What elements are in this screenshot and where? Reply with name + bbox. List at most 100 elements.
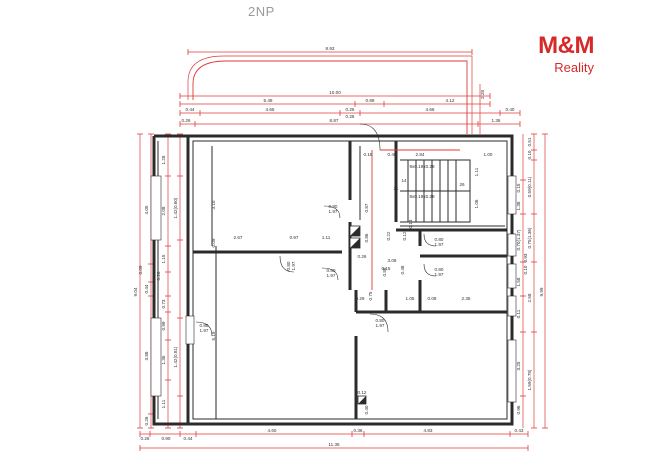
door-swing-7 [369,313,389,333]
dim-row3-d: 4.66 [426,107,435,112]
window-right-3 [507,263,517,289]
label-stair-6: 1.11 [474,167,479,176]
dim-right-d: 1.38 [516,201,521,210]
window-right-1 [507,175,517,215]
dim-overall: 10.00 [329,90,341,95]
brand-logo: M&M Reality [522,34,594,76]
dim-right-w2: 0.75(1.36) [527,227,532,248]
dim-right-overall: 9.99 [539,287,544,296]
label-stair-7: 1.06 [474,199,479,208]
dim-seg-c: 4.12 [446,98,455,103]
dim-left-window-1: 1.42(0.60) [173,197,178,218]
label-hall-16: 0.26 [346,114,355,119]
dim-row3-e: 0.40 [506,107,515,112]
dim-right-w3: 0.70(1.37) [516,229,521,250]
dim-right-g: 0.93 [523,253,528,262]
label-stair-10: 26 [459,182,465,187]
label-room1-c: 1.11 [322,235,331,240]
bottom-dimensions: 0.26 0.90 0.44 4.60 0.36 4.83 0.43 11.35 [139,428,529,451]
door-swing-8 [195,321,213,337]
label-door-4: 0.80 [435,237,444,242]
label-hall-8: 1.05 [406,296,415,301]
dim-left-l: 0.99 [161,321,166,330]
label-hall-6: 3.08 [388,258,397,263]
window-left-3 [185,315,195,345]
label-door-2: 0.80 [286,261,291,270]
label-door-3: 0.80 [327,268,336,273]
label-hall-12: 0.75 [368,291,373,300]
dim-left-window-2: 1.42(0.81) [173,346,178,367]
dim-left-e: 0.73 [161,299,166,308]
dim-right-a: 0.51 [527,137,532,146]
dim-bottom-c: 0.44 [184,436,193,441]
window-right-5 [507,339,517,403]
dim-right-w1: 0.59(0.11) [527,176,532,197]
label-room2-h: 5.19 [211,331,216,340]
label-stair-3: 0.46 [388,152,397,157]
dim-right-b: 0.10 [527,150,532,159]
dim-right-w4: 1.59(0.78) [527,369,532,390]
dim-seg-a: 5.49 [264,98,273,103]
label-hall-2: 0.86 [364,233,369,242]
window-right-4 [507,295,517,317]
dim-bottom-d: 4.60 [268,428,277,433]
dim-right-h: 3.25 [516,361,521,370]
dim-seg-d: 2.28 [480,90,485,99]
dim-left-g: 3.88 [144,351,149,360]
label-hall-17: 0.86 [382,267,387,276]
label-door-4b: 1.97 [435,242,444,247]
label-hall-13: 0.26 [358,254,367,259]
dim-bottom-a: 0.26 [141,436,150,441]
dim-row3-a: 0.44 [186,107,195,112]
door-swing-3 [321,267,339,281]
label-hall-3: 0.22 [386,231,391,240]
label-stair-1: 9x0.19x0.28 [409,164,434,169]
label-stair-4: 2.84 [416,152,425,157]
dim-bottom-f: 4.83 [424,428,433,433]
dim-right-j: 0.96 [516,405,521,414]
dim-bottom-b: 0.90 [162,436,171,441]
floor-label: 2NP [248,4,275,19]
dim-left-f: 0.09 [138,265,143,274]
brand-logo-sub: Reality [554,60,594,75]
dim-bottom-g: 0.43 [515,428,524,433]
label-stair-5: 1.00 [484,152,493,157]
label-door-1: 0.80 [329,204,338,209]
label-hall-10: 2.35 [462,296,471,301]
dim-seg-b: 0.89 [366,98,375,103]
label-hall-5: 0.15 [382,266,391,271]
label-hall-15: 0.40 [364,405,369,414]
label-hall-7: 0.48 [400,265,405,274]
label-hall-19: 0.13 [408,219,413,228]
dim-top-overall: 8.93 [326,46,335,51]
dim-row4-b: 8.87 [330,118,339,123]
label-room1-b: 0.97 [290,235,299,240]
dim-left-c: 1.15 [161,254,166,263]
balcony-arc-red [192,60,468,134]
label-stair-2: 9x0.19x0.28 [409,194,434,199]
label-hall-14: 0.12 [358,390,367,395]
door-swing-6 [423,263,437,277]
label-hall-11: 0.29 [356,296,365,301]
dim-left-h: 0.26 [144,416,149,425]
dim-row3-b: 4.65 [266,107,275,112]
dim-left-a: 4.05 [144,205,149,214]
label-hall-4: 0.12 [402,231,407,240]
dim-left-k: 1.35 [161,355,166,364]
dim-left-b: 0.44 [144,284,149,293]
label-door-6: 0.80 [376,318,385,323]
label-hall-1: 0.87 [364,203,369,212]
dim-right-k: 2.58 [527,293,532,302]
label-hall-18: 0.15 [364,152,373,157]
dim-row3-c: 0.26 [346,107,355,112]
label-door-2b: 1.97 [291,261,296,270]
label-stair-8: 14 [401,178,407,183]
label-hall-9: 0.08 [428,296,437,301]
door-swing-1 [323,205,341,219]
dim-right-e: 0.11 [516,309,521,318]
label-door-6b: 1.97 [376,323,385,328]
staircase [371,149,471,290]
dim-left-d: 2.08 [161,206,166,215]
label-stair-9: 31 [393,186,399,191]
